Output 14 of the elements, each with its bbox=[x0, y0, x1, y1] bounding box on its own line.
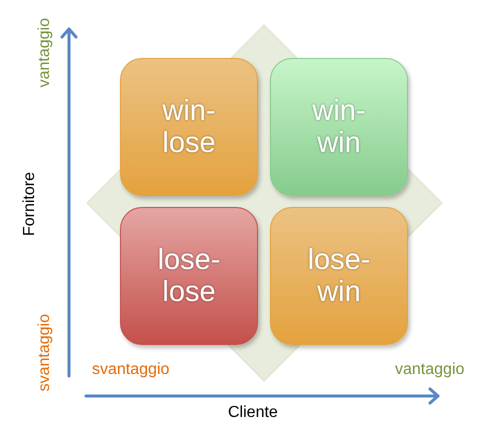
axis-end-label: vantaggio bbox=[395, 361, 464, 379]
quadrant-box bbox=[120, 207, 258, 345]
axis-end-label: vantaggio bbox=[36, 18, 54, 88]
quadrant-label: win-lose bbox=[162, 95, 216, 159]
axis-end-label: svantaggio bbox=[36, 314, 54, 392]
axis-title: Fornitore bbox=[21, 172, 39, 236]
axis-title: Cliente bbox=[228, 404, 278, 422]
quadrant-box bbox=[270, 207, 408, 345]
quadrant-label: lose-lose bbox=[158, 244, 220, 308]
axis-end-label: svantaggio bbox=[92, 361, 170, 379]
quadrant-label: lose-win bbox=[308, 244, 370, 308]
quadrant-box bbox=[120, 58, 258, 196]
quadrant-box bbox=[270, 58, 408, 196]
quadrant-label: win-win bbox=[312, 95, 366, 159]
